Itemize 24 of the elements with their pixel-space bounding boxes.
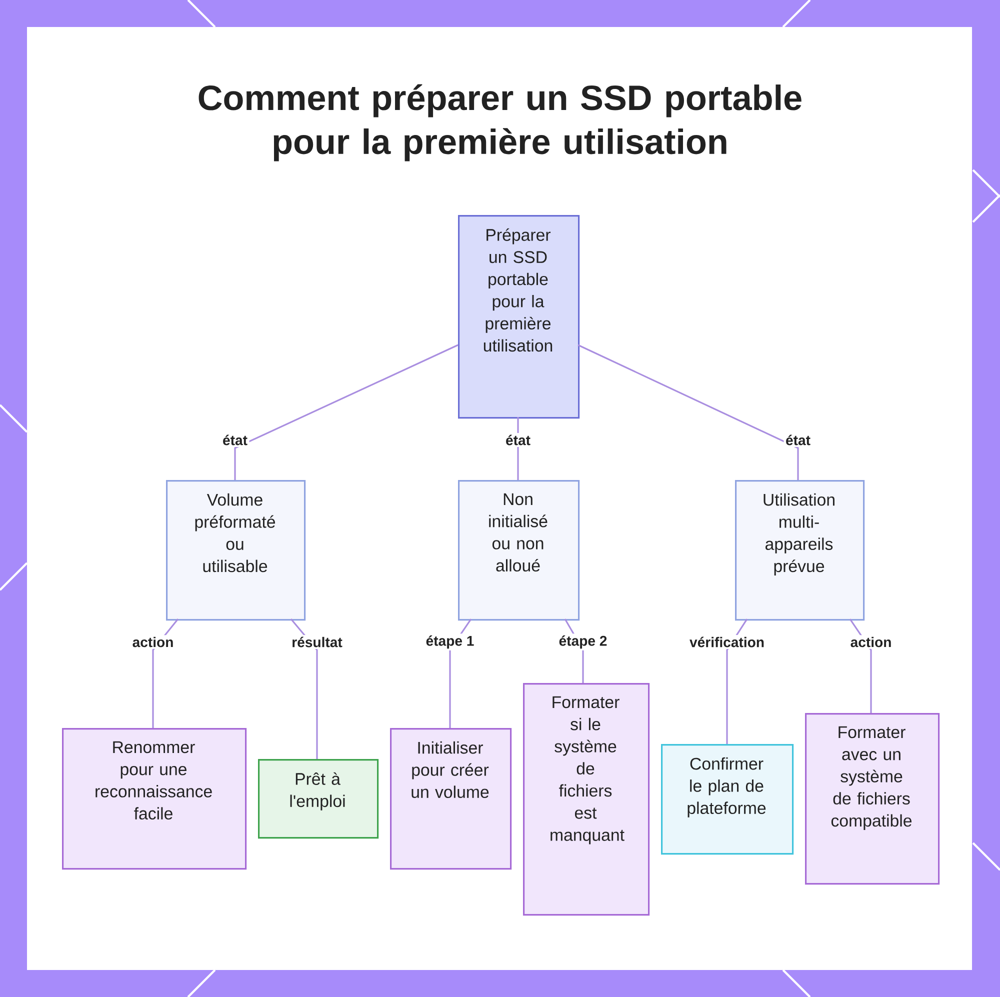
process-box: Non initialisé ou non alloué	[458, 480, 580, 621]
edge-label: étape 1	[424, 634, 476, 650]
edge-label: état	[220, 433, 250, 447]
edge-label: action	[130, 635, 176, 649]
edge-label: état	[784, 433, 812, 447]
process-box: Formater avec un système de fichiers compatible	[805, 713, 940, 885]
edge-label: vérification	[688, 635, 766, 649]
edge-label: action	[848, 635, 894, 649]
process-box: Préparer un SSD portable pour la première utilisation	[458, 215, 580, 419]
process-box: Confirmer le plan de plateforme	[661, 744, 794, 855]
process-box: Initialiser pour créer un volume	[390, 728, 512, 870]
connector	[290, 618, 318, 759]
edge-label: résultat	[290, 635, 344, 649]
process-box: Renommer pour une reconnaissance facile	[62, 728, 247, 870]
process-box: Volume préformaté ou utilisable	[166, 480, 306, 621]
edge-label: étape 2	[557, 634, 609, 650]
connector	[234, 344, 458, 480]
process-box: Prêt à l'emploi	[258, 759, 379, 839]
process-box: Formater si le système de fichiers est manquant	[523, 683, 650, 916]
process-box: Utilisation multi-appareils prévue	[735, 480, 865, 621]
connector	[578, 344, 799, 480]
edge-label: état	[504, 433, 532, 447]
title: Comment préparer un SSD portable pour la première utilisation	[198, 84, 802, 162]
connector	[726, 618, 748, 744]
